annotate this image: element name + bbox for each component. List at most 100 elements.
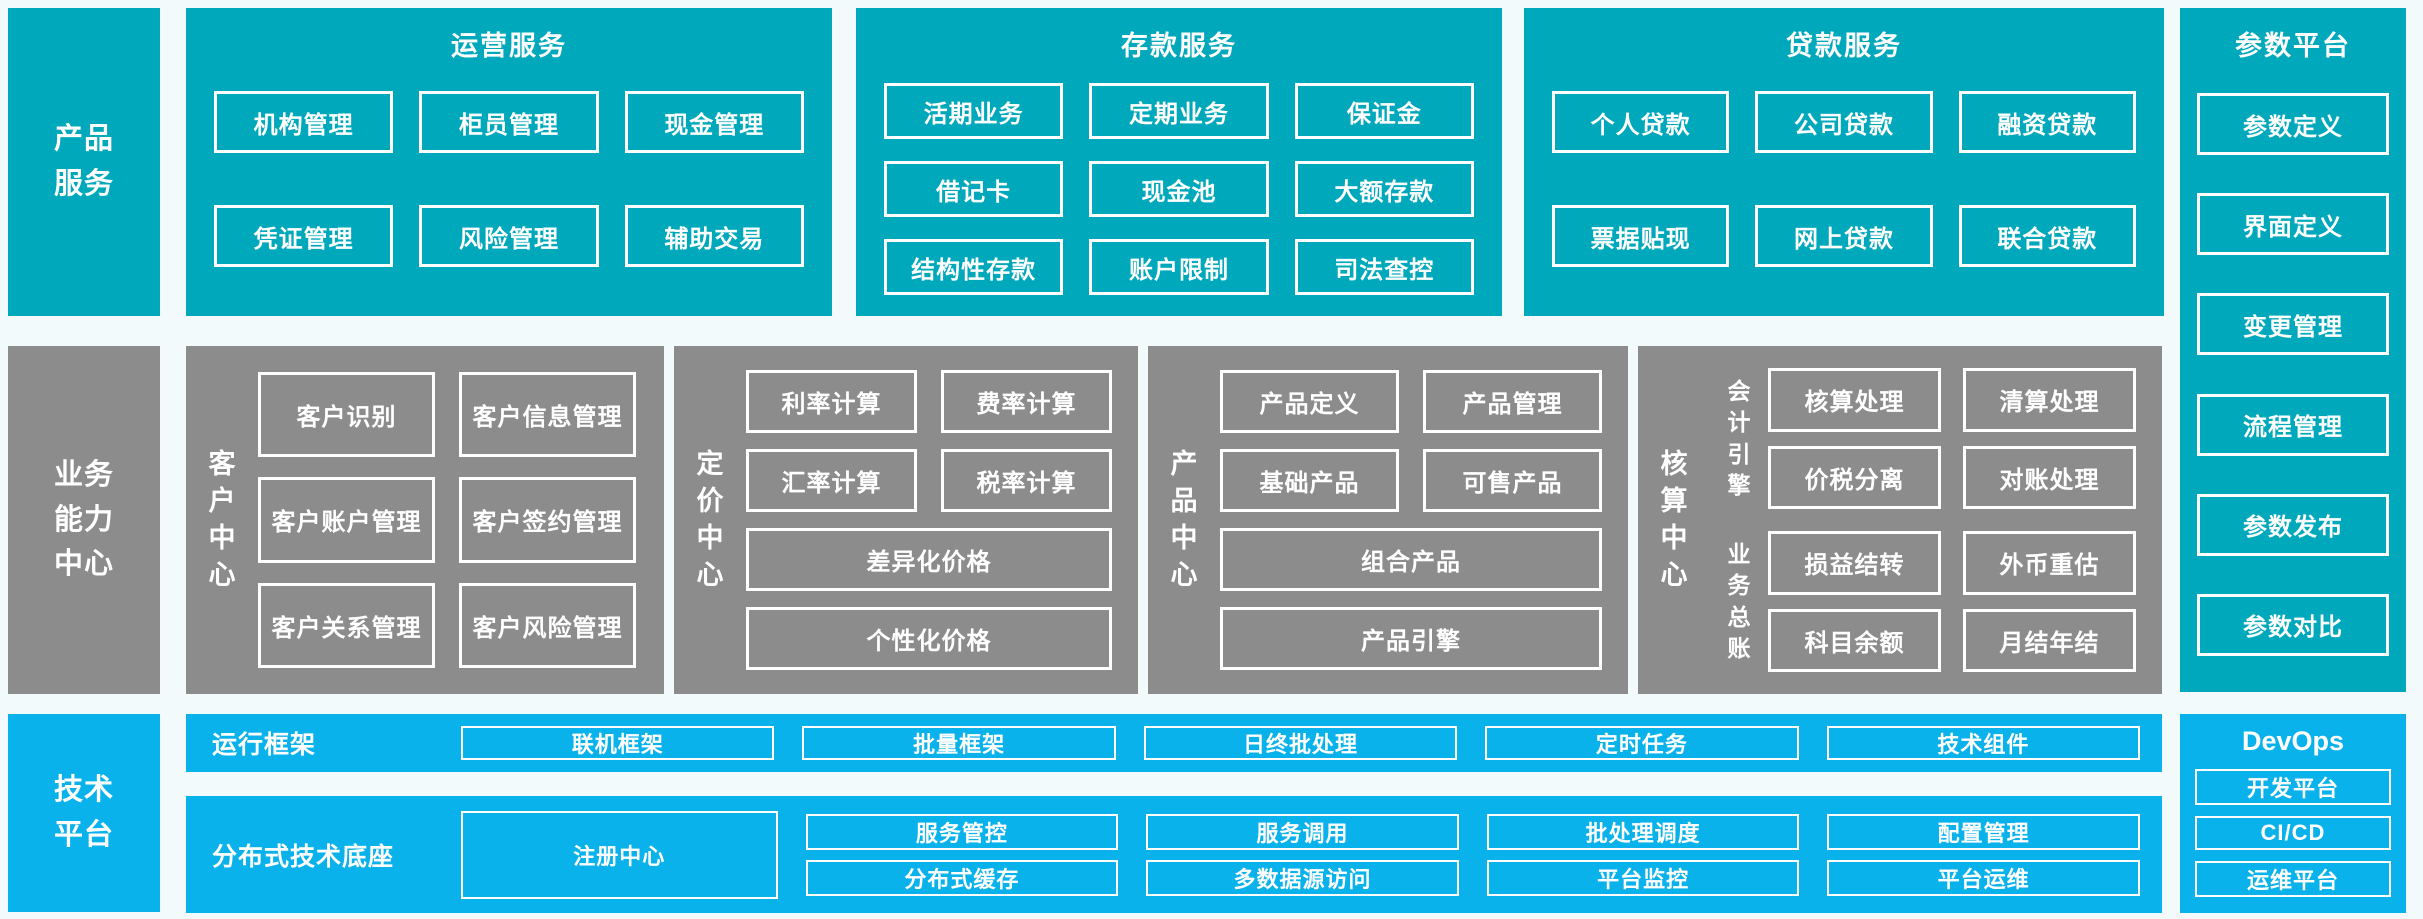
vertical-label-customer-center: 客户中心 (186, 346, 258, 694)
module-box: 价税分离 (1768, 445, 1941, 509)
accounting-center-content: 会计引擎 核算处理 清算处理 价税分离 对账处理 业务总账 损益结转 外币重估 … (1710, 346, 2162, 694)
module-box: 批处理调度 (1486, 813, 1800, 850)
module-box: 联机框架 (461, 726, 775, 760)
module-box: 开发平台 (2195, 769, 2391, 805)
module-box: 票据贴现 (1552, 205, 1730, 267)
module-box: 利率计算 (746, 370, 917, 433)
panel-product-center: 产品中心 产品定义 产品管理 基础产品 可售产品 组合产品 产品引擎 (1148, 346, 1628, 694)
bar-distributed-tech-base: 分布式技术底座 注册中心 服务管控 分布式缓存 服务调用 多数据源访问 批处理调… (186, 796, 2162, 913)
module-box: 定期业务 (1089, 83, 1269, 139)
accounting-engine-grid: 核算处理 清算处理 价税分离 对账处理 (1768, 368, 2136, 509)
panel-accounting-center: 核算中心 会计引擎 核算处理 清算处理 价税分离 对账处理 业务总账 损 (1638, 346, 2162, 694)
module-box: 客户签约管理 (459, 477, 636, 563)
module-box: 借记卡 (884, 161, 1064, 217)
module-box: 外币重估 (1963, 531, 2136, 595)
side-label-tech-platform: 技术 平台 (8, 714, 160, 912)
module-box: 可售产品 (1423, 449, 1602, 512)
module-box: 费率计算 (941, 370, 1112, 433)
operation-services-grid: 机构管理 柜员管理 现金管理 凭证管理 风险管理 辅助交易 (186, 63, 832, 267)
module-box: 变更管理 (2197, 293, 2389, 356)
business-ledger-grid: 损益结转 外币重估 科目余额 月结年结 (1768, 531, 2136, 672)
module-box: 服务管控 (805, 813, 1119, 850)
side-label-business-capability-center: 业务 能力 中心 (8, 346, 160, 694)
vertical-label-text: 产品中心 (1170, 448, 1198, 591)
panel-title-parameter-platform: 参数平台 (2235, 31, 2351, 61)
module-box: 月结年结 (1963, 608, 2136, 672)
vertical-label-pricing-center: 定价中心 (674, 346, 746, 694)
module-box: 柜员管理 (419, 91, 599, 153)
module-box: 定时任务 (1485, 726, 1799, 760)
distributed-column: 批处理调度 平台监控 (1486, 813, 1800, 896)
module-box: 服务调用 (1146, 813, 1459, 850)
panel-loan-services: 贷款服务 个人贷款 公司贷款 融资贷款 票据贴现 网上贷款 联合贷款 (1524, 8, 2164, 316)
panel-deposit-services: 存款服务 活期业务 定期业务 保证金 借记卡 现金池 大额存款 结构性存款 账户… (856, 8, 1502, 316)
accounting-engine-group: 会计引擎 核算处理 清算处理 价税分离 对账处理 (1710, 368, 2136, 509)
business-ledger-group: 业务总账 损益结转 外币重估 科目余额 月结年结 (1710, 531, 2136, 672)
product-center-grid: 产品定义 产品管理 基础产品 可售产品 组合产品 产品引擎 (1220, 346, 1628, 694)
module-box: 对账处理 (1963, 445, 2136, 509)
module-box: 产品管理 (1423, 370, 1602, 433)
side-label-product-services: 产品 服务 (8, 8, 160, 316)
distributed-column: 服务管控 分布式缓存 (805, 813, 1119, 896)
pricing-center-grid: 利率计算 费率计算 汇率计算 税率计算 差异化价格 个性化价格 (746, 346, 1138, 694)
vertical-label-text: 会计引擎 (1727, 378, 1751, 498)
module-box: 公司贷款 (1755, 91, 1933, 153)
module-box: CI/CD (2195, 816, 2391, 850)
module-box: 分布式缓存 (805, 859, 1119, 896)
module-box: 配置管理 (1827, 813, 2140, 850)
module-box: 辅助交易 (624, 205, 804, 267)
module-box: 参数发布 (2197, 493, 2389, 556)
panel-title-devops: DevOps (2241, 726, 2345, 756)
bar-label-distributed-tech-base: 分布式技术底座 (212, 842, 395, 871)
module-box: 联合贷款 (1958, 205, 2136, 267)
panel-title-deposit-services: 存款服务 (1121, 31, 1237, 61)
module-box: 损益结转 (1768, 531, 1941, 595)
module-box: 凭证管理 (214, 205, 394, 267)
module-box: 日终批处理 (1143, 726, 1458, 760)
module-box: 税率计算 (941, 449, 1112, 512)
module-box: 平台运维 (1827, 859, 2140, 896)
module-box: 产品引擎 (1220, 607, 1602, 670)
distributed-column: 配置管理 平台运维 (1827, 813, 2140, 896)
distributed-column: 服务调用 多数据源访问 (1146, 813, 1459, 896)
panel-customer-center: 客户中心 客户识别 客户信息管理 客户账户管理 客户签约管理 客户关系管理 客户… (186, 346, 664, 694)
deposit-services-grid: 活期业务 定期业务 保证金 借记卡 现金池 大额存款 结构性存款 账户限制 司法… (856, 63, 1502, 295)
module-box: 活期业务 (884, 83, 1064, 139)
vertical-label-accounting-center: 核算中心 (1638, 346, 1710, 694)
panel-pricing-center: 定价中心 利率计算 费率计算 汇率计算 税率计算 差异化价格 个性化价格 (674, 346, 1138, 694)
module-box: 参数定义 (2197, 93, 2389, 155)
module-box: 客户账户管理 (258, 477, 435, 563)
module-box: 网上贷款 (1755, 205, 1933, 267)
module-box: 界面定义 (2197, 193, 2389, 256)
loan-services-grid: 个人贷款 公司贷款 融资贷款 票据贴现 网上贷款 联合贷款 (1524, 63, 2164, 267)
panel-title-loan-services: 贷款服务 (1786, 31, 1902, 61)
module-box: 组合产品 (1220, 528, 1602, 591)
vertical-label-business-ledger: 业务总账 (1710, 531, 1768, 672)
module-box: 产品定义 (1220, 370, 1399, 433)
module-box: 汇率计算 (746, 449, 917, 512)
vertical-label-text: 客户中心 (208, 448, 236, 591)
module-box: 基础产品 (1220, 449, 1399, 512)
panel-parameter-platform: 参数平台 参数定义 界面定义 变更管理 流程管理 参数发布 参数对比 (2180, 8, 2406, 692)
module-box: 结构性存款 (884, 239, 1064, 295)
module-box: 账户限制 (1089, 239, 1269, 295)
module-box: 差异化价格 (746, 528, 1112, 591)
module-box: 客户关系管理 (258, 582, 435, 668)
module-box: 风险管理 (419, 205, 599, 267)
module-box: 流程管理 (2197, 393, 2389, 456)
module-box: 客户识别 (258, 372, 435, 458)
module-box: 运维平台 (2195, 861, 2391, 897)
module-box: 平台监控 (1486, 859, 1800, 896)
panel-title-operation-services: 运营服务 (451, 31, 567, 61)
module-box: 个性化价格 (746, 607, 1112, 670)
module-box: 机构管理 (214, 91, 394, 153)
module-box: 保证金 (1294, 83, 1474, 139)
module-box: 大额存款 (1294, 161, 1474, 217)
module-box: 现金管理 (624, 91, 804, 153)
panel-operation-services: 运营服务 机构管理 柜员管理 现金管理 凭证管理 风险管理 辅助交易 (186, 8, 832, 316)
module-box: 融资贷款 (1958, 91, 2136, 153)
module-box: 参数对比 (2197, 593, 2389, 656)
module-box: 清算处理 (1963, 368, 2136, 432)
bar-runtime-framework: 运行框架 联机框架 批量框架 日终批处理 定时任务 技术组件 (186, 714, 2162, 772)
